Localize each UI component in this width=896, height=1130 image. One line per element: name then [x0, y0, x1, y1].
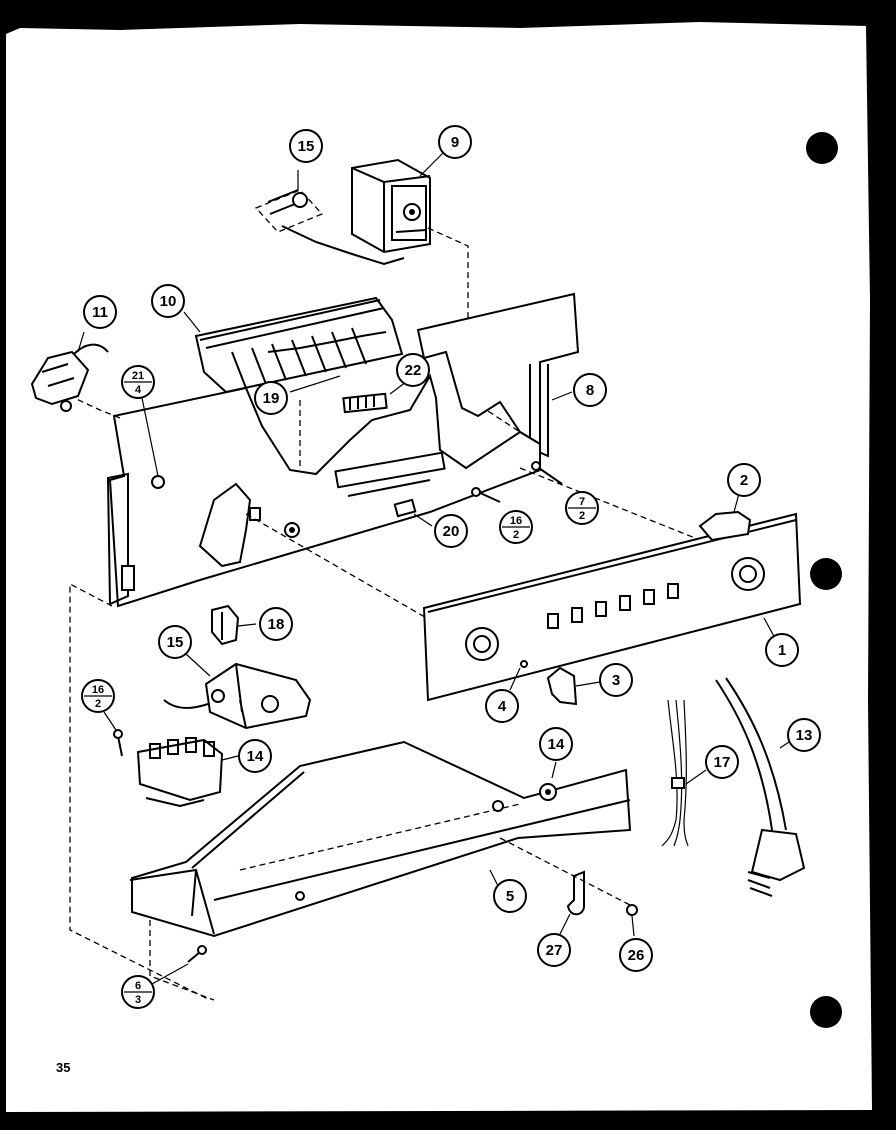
callout-4-label: 4: [498, 698, 507, 715]
part-26-screw: [499, 837, 638, 937]
main-chassis: [69, 373, 701, 1001]
callout-1: 1: [765, 633, 799, 667]
callout-2: 2: [727, 463, 761, 497]
callout-15-lower-label: 15: [167, 634, 184, 651]
callout-9: 9: [438, 125, 472, 159]
callout-13-label: 13: [796, 727, 813, 744]
callout-16-2-left: 16 2: [81, 679, 117, 731]
callout-16-2-left-top: 16: [92, 684, 104, 696]
screw-6-3: [149, 920, 215, 1001]
page-number: 35: [56, 1060, 70, 1075]
callout-11-label: 11: [92, 304, 108, 321]
callout-7-2-top: 7: [579, 496, 585, 508]
callout-14-trough: 14: [539, 727, 573, 761]
callout-5-label: 5: [506, 888, 514, 905]
punch-hole-bottom: [810, 996, 842, 1028]
part-11-motor: [30, 331, 109, 412]
part-13-power-cord: [715, 677, 806, 897]
callout-14-terminal-label: 14: [247, 748, 264, 765]
callout-8: 8: [573, 373, 607, 407]
callout-27-label: 27: [546, 942, 563, 959]
callout-2-label: 2: [740, 472, 748, 489]
callout-16-2-right-top: 16: [510, 515, 522, 527]
callout-26-label: 26: [628, 947, 645, 964]
callout-3: 3: [599, 663, 633, 697]
part-27-clip: [559, 870, 585, 935]
part-18-rocker-switch: [211, 604, 257, 646]
callout-1-label: 1: [778, 642, 786, 659]
callout-4: 4: [485, 689, 519, 723]
punch-hole-middle: [810, 558, 842, 590]
callout-15-top-label: 15: [298, 138, 315, 155]
part-4-set-screw: [509, 660, 528, 691]
part-15-solenoid: [163, 653, 312, 730]
callout-20-label: 20: [443, 523, 460, 540]
screw-16-2-left: [113, 729, 123, 757]
part-15-sensor-probe: [254, 170, 405, 266]
part-5-base-trough: [129, 740, 632, 938]
callout-6-3: 6 3: [121, 963, 189, 1009]
callout-3-label: 3: [612, 672, 620, 689]
part-14-terminal-block: [136, 737, 239, 808]
part-9-timer-module: [351, 149, 521, 433]
callout-16-2-right: 16 2: [499, 510, 533, 544]
callout-7-2-bottom: 2: [579, 510, 585, 522]
callout-19: 19: [254, 381, 288, 415]
callout-20: 20: [434, 514, 468, 548]
callout-27: 27: [537, 933, 571, 967]
callout-14-trough-label: 14: [548, 736, 565, 753]
callout-10: 10: [151, 284, 185, 318]
callout-7-2: 7 2: [565, 491, 599, 525]
callout-17: 17: [705, 745, 739, 779]
leader-19: [289, 375, 341, 393]
callout-21-4-bottom: 4: [135, 384, 142, 396]
callout-15-top: 15: [289, 129, 323, 163]
part-10-switch-block: [183, 296, 404, 394]
callout-6-3-top: 6: [135, 980, 141, 992]
callout-14-terminal: 14: [238, 739, 272, 773]
part-17-wire-harness: [661, 699, 707, 847]
callout-16-2-left-bottom: 2: [95, 698, 101, 710]
callout-13: 13: [787, 718, 821, 752]
callout-26: 26: [619, 938, 653, 972]
callout-6-3-bottom: 3: [135, 994, 141, 1006]
callout-5: 5: [493, 879, 527, 913]
callout-15-lower: 15: [158, 625, 192, 659]
callout-22: 22: [396, 353, 430, 387]
callout-18-label: 18: [268, 616, 285, 633]
callout-11: 11: [83, 295, 117, 329]
callout-21-4-top: 21: [132, 370, 144, 382]
callout-19-label: 19: [263, 390, 280, 407]
callout-22-label: 22: [405, 362, 422, 379]
callout-21-4: 21 4: [121, 365, 159, 477]
callout-18: 18: [259, 607, 293, 641]
callout-16-2-right-bottom: 2: [513, 529, 519, 541]
callout-9-label: 9: [451, 134, 459, 151]
callout-8-label: 8: [586, 382, 594, 399]
part-22-connector: [342, 381, 407, 414]
punch-hole-top: [806, 132, 838, 164]
part-1-control-panel: [422, 512, 802, 702]
part-3-knob-cap: [546, 666, 601, 706]
callout-17-label: 17: [714, 754, 731, 771]
callout-10-label: 10: [160, 293, 177, 310]
